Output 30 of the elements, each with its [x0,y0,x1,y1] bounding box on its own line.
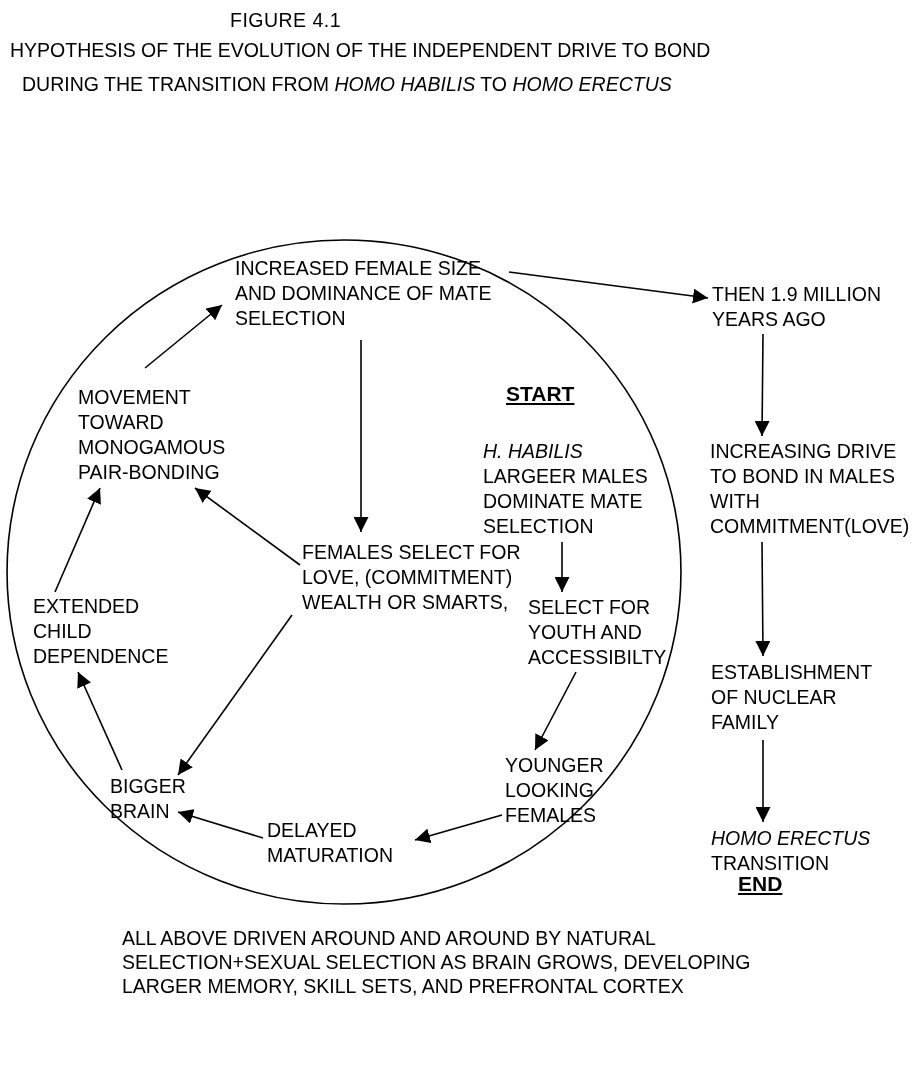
subtitle: DURING THE TRANSITION FROM HOMO HABILIS TO HOMO ERECTUS [22,72,672,97]
arrow [54,487,101,593]
step-text: BIGGER BRAIN [110,774,195,824]
step-text: MOVEMENT TOWARD MONOGAMOUS PAIR-BONDING [78,385,238,485]
arrow [755,739,771,823]
arrow [177,809,264,839]
step-text: EXTENDED CHILD DEPENDENCE [33,594,178,669]
step-text: INCREASED FEMALE SIZE AND DOMINANCE OF MATE SELECTION [235,256,520,331]
step-text: THEN 1.9 MILLION YEARS AGO [712,282,912,332]
arrow [414,814,503,844]
arrow [77,671,123,771]
subtitle: HYPOTHESIS OF THE EVOLUTION OF THE INDEPENDENT DRIVE TO BOND [10,38,711,63]
arrow [177,614,293,776]
step-text: H. HABILIS LARGEER MALES DOMINATE MATE SELECTION [483,439,665,539]
step-text: FEMALES SELECT FOR LOVE, (COMMITMENT) WEALTH OR SMARTS, [302,540,526,615]
arrow [554,541,570,593]
step-text: ESTABLISHMENT OF NUCLEAR FAMILY [711,660,886,735]
arrow [508,271,709,304]
arrow [754,333,770,437]
step-text: SELECT FOR YOUTH AND ACCESSIBILTY [528,595,678,670]
step-text: DELAYED MATURATION [267,818,407,868]
arrow [144,304,223,369]
stage-label: START [506,381,575,407]
step-text: INCREASING DRIVE TO BOND IN MALES WITH COMMITMENT(LOVE) [710,439,915,539]
caption-note: ALL ABOVE DRIVEN AROUND AND AROUND BY NATURAL SELECTION+SEXUAL SELECTION AS BRAIN GROWS, DEVELOPING LARGER MEMORY, SKILL SETS, AND PREFRONTAL CORTEX [122,926,752,998]
arrow [534,671,577,751]
figure-title: FIGURE 4.1 [230,8,342,33]
arrow [194,487,301,566]
arrow [353,339,369,533]
arrow [755,541,771,657]
